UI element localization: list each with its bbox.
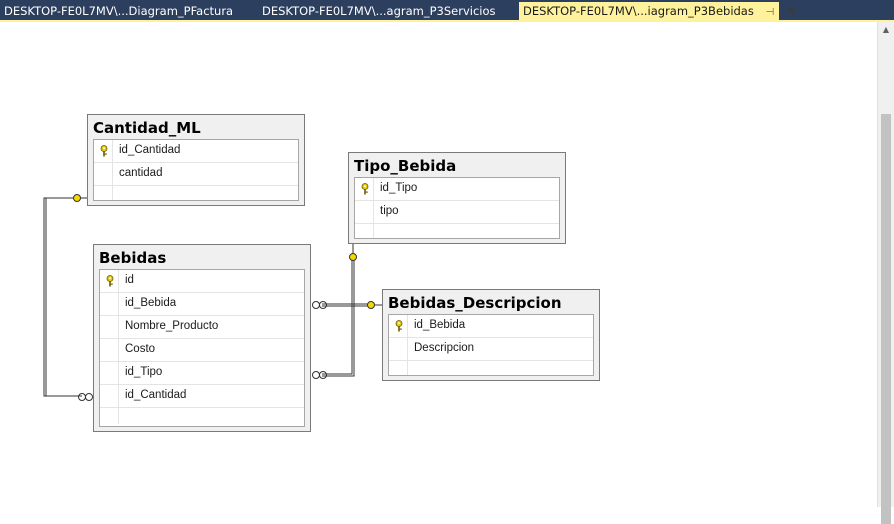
column-row[interactable]: id_Tipo <box>355 178 559 201</box>
column-row[interactable]: id <box>100 270 304 293</box>
column-row[interactable]: id_Bebida <box>389 315 593 338</box>
column-grid: id_Bebida Descripcion <box>388 314 594 376</box>
table-tipo-bebida[interactable]: Tipo_Bebida id_Tipo tipo <box>348 152 566 244</box>
column-row[interactable]: cantidad <box>94 163 298 186</box>
column-name: id_Tipo <box>125 366 163 378</box>
table-title: Bebidas <box>99 249 167 267</box>
tab-diagram-p3servicios[interactable]: DESKTOP-FE0L7MV\...agram_P3Servicios <box>258 2 514 20</box>
primary-key-icon <box>100 145 108 157</box>
tab-diagram-p3bebidas[interactable]: DESKTOP-FE0L7MV\...iagram_P3Bebidas ⊣ ✕ <box>519 2 797 20</box>
column-name: id_Bebida <box>414 319 466 331</box>
column-row[interactable]: id_Tipo <box>100 362 304 385</box>
column-row[interactable]: id_Bebida <box>100 293 304 316</box>
column-row[interactable]: id_Cantidad <box>100 385 304 408</box>
column-name: Nombre_Producto <box>125 320 219 332</box>
pin-icon[interactable]: ⊣ <box>765 7 775 18</box>
table-title: Cantidad_ML <box>93 119 201 137</box>
column-name: cantidad <box>119 167 163 179</box>
column-row[interactable]: Nombre_Producto <box>100 316 304 339</box>
table-title: Bebidas_Descripcion <box>388 294 562 312</box>
column-name: id_Cantidad <box>125 389 187 401</box>
tab-label: DESKTOP-FE0L7MV\...agram_P3Servicios <box>262 4 496 18</box>
column-row[interactable]: tipo <box>355 201 559 224</box>
close-icon[interactable]: ✕ <box>785 4 797 19</box>
primary-key-icon <box>106 275 114 287</box>
empty-row[interactable] <box>355 224 559 238</box>
column-row[interactable]: Descripcion <box>389 338 593 361</box>
column-grid: id_Tipo tipo <box>354 177 560 239</box>
empty-row[interactable] <box>389 361 593 375</box>
column-row[interactable]: Costo <box>100 339 304 362</box>
empty-row[interactable] <box>94 186 298 200</box>
column-name: Costo <box>125 343 156 355</box>
vertical-scrollbar[interactable]: ▲ <box>877 22 894 524</box>
column-name: id_Cantidad <box>119 144 181 156</box>
table-bebidas[interactable]: Bebidas id id_Bebida Nombre_Producto Cos… <box>93 244 311 432</box>
column-name: id <box>125 274 134 286</box>
relationship-bebidas-cantidad-ml[interactable] <box>43 194 93 401</box>
tab-diagram-pfactura[interactable]: DESKTOP-FE0L7MV\...Diagram_PFactura <box>0 2 252 20</box>
active-tab-underline <box>0 20 894 22</box>
scroll-up-arrow-icon[interactable]: ▲ <box>882 25 890 34</box>
primary-key-icon <box>395 320 403 332</box>
table-title: Tipo_Bebida <box>354 157 457 175</box>
tab-label: DESKTOP-FE0L7MV\...iagram_P3Bebidas <box>523 4 754 18</box>
relationship-bebidas-descripcion[interactable] <box>312 301 385 309</box>
table-bebidas-descripcion[interactable]: Bebidas_Descripcion id_Bebida Descripcio… <box>382 289 600 381</box>
column-name: id_Bebida <box>125 297 177 309</box>
table-cantidad-ml[interactable]: Cantidad_ML id_Cantidad cantidad <box>87 114 305 206</box>
empty-row[interactable] <box>100 408 304 424</box>
column-name: Descripcion <box>414 342 475 354</box>
tab-label: DESKTOP-FE0L7MV\...Diagram_PFactura <box>4 4 234 18</box>
column-grid: id_Cantidad cantidad <box>93 139 299 201</box>
column-row[interactable]: id_Cantidad <box>94 140 298 163</box>
primary-key-icon <box>361 183 369 195</box>
column-name: tipo <box>380 205 399 217</box>
column-grid: id id_Bebida Nombre_Producto Costo id_Ti… <box>99 269 305 427</box>
relationship-bebidas-tipo-bebida[interactable] <box>312 244 357 379</box>
document-tab-strip: DESKTOP-FE0L7MV\...Diagram_PFactura DESK… <box>0 0 894 20</box>
relationship-lines <box>43 194 385 401</box>
column-name: id_Tipo <box>380 182 418 194</box>
scrollbar-thumb[interactable] <box>881 114 891 524</box>
